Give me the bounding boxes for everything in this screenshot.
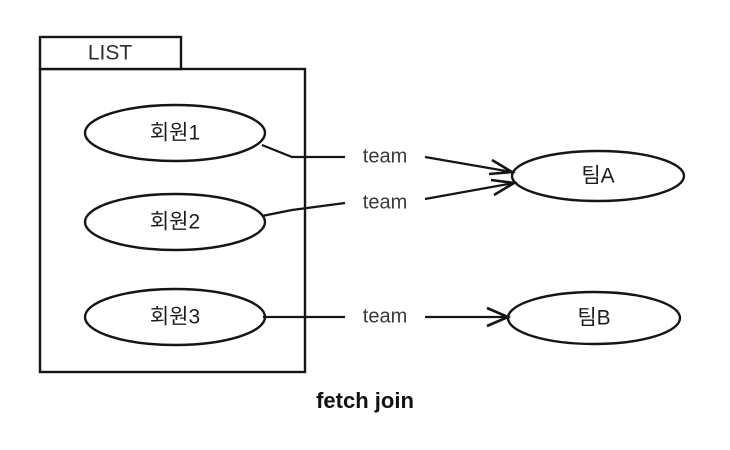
edge-member2-connector <box>261 201 346 218</box>
edge-member1-arrow-head <box>488 158 517 176</box>
edge-member2-arrow-head <box>490 178 518 197</box>
member-node-3-label: 회원3 <box>150 306 200 329</box>
edge-member3-label: team <box>363 305 407 327</box>
diagram-caption: fetch join <box>316 388 414 413</box>
member-node-3[interactable]: 회원3 <box>83 287 267 347</box>
edge-member1-label: team <box>363 145 407 167</box>
edge-member2-label: team <box>363 191 407 213</box>
member-node-1-label: 회원1 <box>150 122 200 145</box>
member-node-2-label: 회원2 <box>150 211 200 234</box>
edge-member2-to-teamA: team <box>261 178 518 218</box>
edge-member1-arrow-line <box>424 155 513 174</box>
list-package-tab <box>38 35 183 71</box>
member-node-1[interactable]: 회원1 <box>83 103 267 163</box>
team-node-a-label: 팀A <box>581 165 614 188</box>
edge-member2-arrow-line <box>424 181 515 201</box>
edge-member3-to-teamB: team <box>263 305 512 328</box>
team-node-a[interactable]: 팀A <box>510 149 686 203</box>
edge-member1-to-teamA: team <box>261 143 517 176</box>
member-node-1-ellipse <box>83 103 267 163</box>
member-node-2[interactable]: 회원2 <box>83 192 267 252</box>
list-package-title: LIST <box>88 42 133 65</box>
edge-member3-arrow-head <box>486 306 512 328</box>
team-node-b[interactable]: 팀B <box>506 290 682 346</box>
team-node-b-label: 팀B <box>577 307 610 330</box>
edge-member1-connector <box>261 143 345 159</box>
team-node-a-ellipse <box>510 149 686 203</box>
member-node-2-ellipse <box>83 192 267 252</box>
